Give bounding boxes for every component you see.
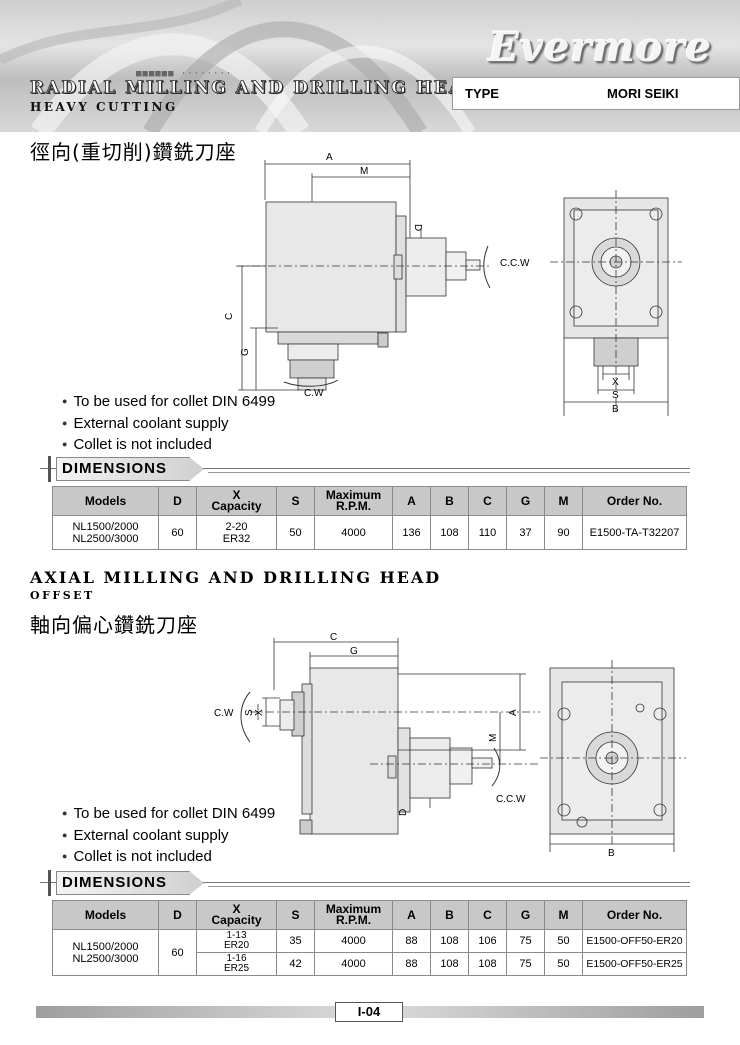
col-order: Order No. [582, 900, 687, 930]
label-d: D [412, 224, 423, 231]
label-cw: C.W [214, 708, 234, 719]
label-a: A [326, 152, 333, 163]
bullet-item: Collet is not included [62, 847, 275, 869]
section1-dimensions-heading: DIMENSIONS [40, 456, 690, 482]
label-c: C [330, 632, 337, 643]
section2-bullets: To be used for collet DIN 6499 External … [62, 804, 275, 869]
type-label: TYPE [465, 86, 499, 101]
dimensions-label: DIMENSIONS [62, 460, 168, 477]
section2-drawing: C G C.W S X A M D C.C.W B [214, 632, 686, 859]
col-models: Models [52, 900, 159, 930]
col-d: D [158, 900, 197, 930]
page-header: Evermore ■■■■■■ ········ RADIAL MILLING … [0, 0, 740, 132]
col-models: Models [52, 486, 159, 516]
col-order: Order No. [582, 486, 687, 516]
label-d: D [398, 809, 409, 816]
col-b: B [430, 486, 469, 516]
page-number: I-04 [335, 1002, 403, 1022]
page-subtitle: HEAVY CUTTING [30, 100, 178, 114]
bullet-item: To be used for collet DIN 6499 [62, 804, 275, 826]
label-c: C [224, 313, 235, 320]
bullet-item: Collet is not included [62, 435, 275, 457]
type-box: TYPE MORI SEIKI [452, 77, 740, 110]
label-cw: C.W [304, 388, 324, 399]
col-s: S [276, 486, 315, 516]
col-d: D [158, 486, 197, 516]
label-m: M [488, 734, 499, 742]
section1-drawing: A M D C G C.C.W C.W X S B [224, 152, 682, 416]
label-g: G [240, 348, 251, 356]
label-a: A [508, 709, 519, 716]
col-c: C [468, 900, 507, 930]
label-m: M [360, 166, 368, 177]
col-g: G [506, 486, 545, 516]
bullet-item: External coolant supply [62, 826, 275, 848]
header-dots: ■■■■■■ ········ [136, 69, 233, 79]
label-b: B [612, 404, 619, 415]
page-title: RADIAL MILLING AND DRILLING HEAD [30, 78, 481, 99]
section2-chinese-title: 軸向偏心鑽銑刀座 [30, 613, 198, 637]
col-b: B [430, 900, 469, 930]
dimensions-label: DIMENSIONS [62, 874, 168, 891]
col-m: M [544, 900, 583, 930]
label-x: X [612, 377, 619, 388]
col-m: M [544, 486, 583, 516]
col-c: C [468, 486, 507, 516]
section2-dimensions-heading: DIMENSIONS [40, 870, 690, 896]
label-x: X [254, 709, 265, 716]
col-g: G [506, 900, 545, 930]
label-s: S [244, 709, 255, 716]
label-g: G [350, 646, 358, 657]
label-ccw: C.C.W [496, 794, 526, 805]
col-a: A [392, 900, 431, 930]
label-ccw: C.C.W [500, 258, 530, 269]
bullet-item: To be used for collet DIN 6499 [62, 392, 275, 414]
label-b: B [608, 848, 615, 859]
type-value: MORI SEIKI [607, 86, 679, 101]
header-swirl-graphic [0, 0, 476, 132]
section2-title: AXIAL MILLING AND DRILLING HEAD [30, 568, 442, 587]
section1-bullets: To be used for collet DIN 6499 External … [62, 392, 275, 457]
label-s: S [612, 390, 619, 401]
col-a: A [392, 486, 431, 516]
section2-subtitle: OFFSET [30, 589, 95, 602]
col-s: S [276, 900, 315, 930]
bullet-item: External coolant supply [62, 414, 275, 436]
brand-logo: Evermore [488, 24, 712, 71]
section1-chinese-title: 徑向(重切削)鑽銑刀座 [30, 140, 237, 164]
